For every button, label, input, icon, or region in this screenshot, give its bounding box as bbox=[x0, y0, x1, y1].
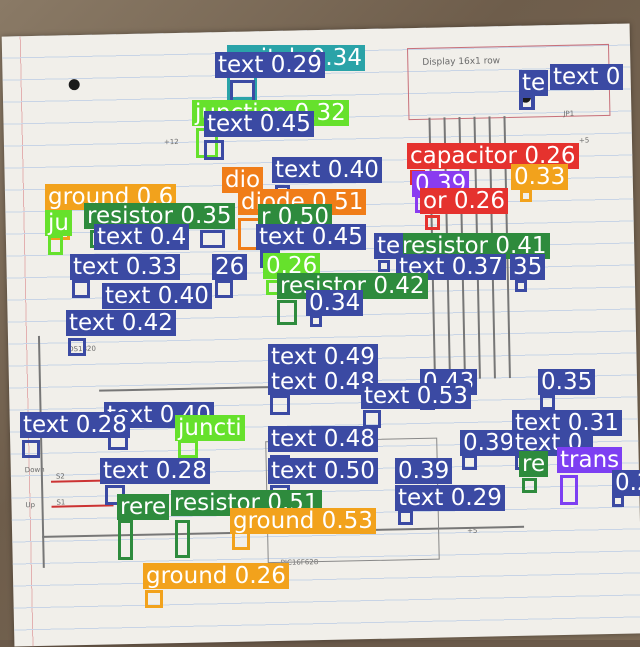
resistor-detection-label: rere bbox=[117, 494, 170, 520]
text-detection-label: 0.34 bbox=[306, 290, 364, 316]
transistor-detection-label: trans bbox=[557, 447, 623, 473]
wire bbox=[99, 386, 272, 392]
text-detection-box bbox=[378, 260, 390, 272]
text-detection-box bbox=[22, 440, 40, 458]
text-detection-label: 0.2 bbox=[612, 470, 640, 496]
text-detection-label: text 0.28 bbox=[100, 458, 210, 484]
diode-detection-label: dio bbox=[222, 167, 264, 193]
text-detection-label: te bbox=[374, 233, 404, 259]
binder-hole bbox=[68, 79, 80, 91]
text-detection-label: text 0.28 bbox=[20, 412, 130, 438]
text-detection-label: text 0.40 bbox=[272, 157, 382, 183]
capacitor-detection-label: capacitor 0.26 bbox=[407, 143, 579, 169]
junction-detection-box bbox=[178, 440, 198, 458]
text-detection-box bbox=[612, 495, 624, 507]
capacitor-detection-box bbox=[425, 215, 440, 230]
text-detection-label: text 0.29 bbox=[395, 485, 505, 511]
text-detection-label: text 0.4 bbox=[94, 224, 190, 250]
resistor-detection-box bbox=[522, 478, 537, 493]
junction-detection-label: ju bbox=[45, 210, 72, 236]
ground-detection-label: 0.33 bbox=[511, 164, 569, 190]
text-detection-label: text 0.40 bbox=[102, 283, 212, 309]
text-detection-label: 26 bbox=[212, 254, 248, 280]
jp1-label: JP1 bbox=[563, 109, 575, 118]
plus5-label: +5 bbox=[578, 136, 590, 145]
ground-detection-box bbox=[520, 190, 532, 202]
resistor-detection-box bbox=[118, 520, 133, 560]
display-label: Display 16x1 row bbox=[422, 56, 501, 68]
ground-detection-label: ground 0.53 bbox=[230, 508, 376, 534]
resistor-detection-box bbox=[175, 520, 190, 558]
text-detection-label: text 0.53 bbox=[361, 383, 471, 409]
junction-detection-label: juncti bbox=[175, 415, 245, 441]
text-detection-label: 35 bbox=[510, 254, 546, 280]
text-detection-label: 0.39 bbox=[395, 458, 453, 484]
text-detection-box bbox=[310, 315, 322, 327]
text-detection-box bbox=[398, 510, 413, 525]
text-detection-box bbox=[68, 338, 86, 356]
text-detection-label: text 0.45 bbox=[256, 224, 366, 250]
text-detection-label: text 0.42 bbox=[66, 310, 176, 336]
text-detection-box bbox=[204, 140, 224, 160]
capacitor-detection-label: or 0.26 bbox=[420, 188, 509, 214]
text-detection-box bbox=[540, 395, 555, 410]
transistor-detection-box bbox=[560, 475, 578, 505]
text-detection-box bbox=[215, 280, 233, 298]
text-detection-label: text 0.29 bbox=[215, 52, 325, 78]
text-detection-label: text 0.49 bbox=[268, 344, 378, 370]
text-detection-label: text 0.33 bbox=[70, 254, 180, 280]
text-detection-label: text 0.48 bbox=[268, 426, 378, 452]
text-detection-box bbox=[519, 95, 534, 110]
text-detection-box bbox=[72, 280, 90, 298]
text-detection-box bbox=[270, 395, 290, 415]
text-detection-label: te bbox=[519, 70, 549, 96]
text-detection-label: 0.39 bbox=[460, 430, 518, 456]
text-detection-box bbox=[200, 230, 225, 248]
resistor-detection-box bbox=[277, 300, 297, 325]
junction-detection-box bbox=[48, 235, 63, 255]
ground-detection-box bbox=[145, 590, 163, 608]
text-detection-label: text 0 bbox=[550, 64, 624, 90]
text-detection-label: text 0.48 bbox=[268, 369, 378, 395]
text-detection-label: text 0.50 bbox=[268, 458, 378, 484]
text-detection-label: 0.35 bbox=[538, 369, 596, 395]
text-detection-box bbox=[515, 280, 527, 292]
text-detection-label: text 0.45 bbox=[204, 111, 314, 137]
up-label: Up bbox=[25, 501, 36, 510]
text-detection-box bbox=[462, 455, 477, 470]
ground-detection-label: ground 0.26 bbox=[143, 563, 289, 589]
s2-label: S2 bbox=[55, 472, 65, 481]
resistor-detection-label: re bbox=[519, 451, 549, 477]
plus12-label: +12 bbox=[163, 137, 179, 147]
